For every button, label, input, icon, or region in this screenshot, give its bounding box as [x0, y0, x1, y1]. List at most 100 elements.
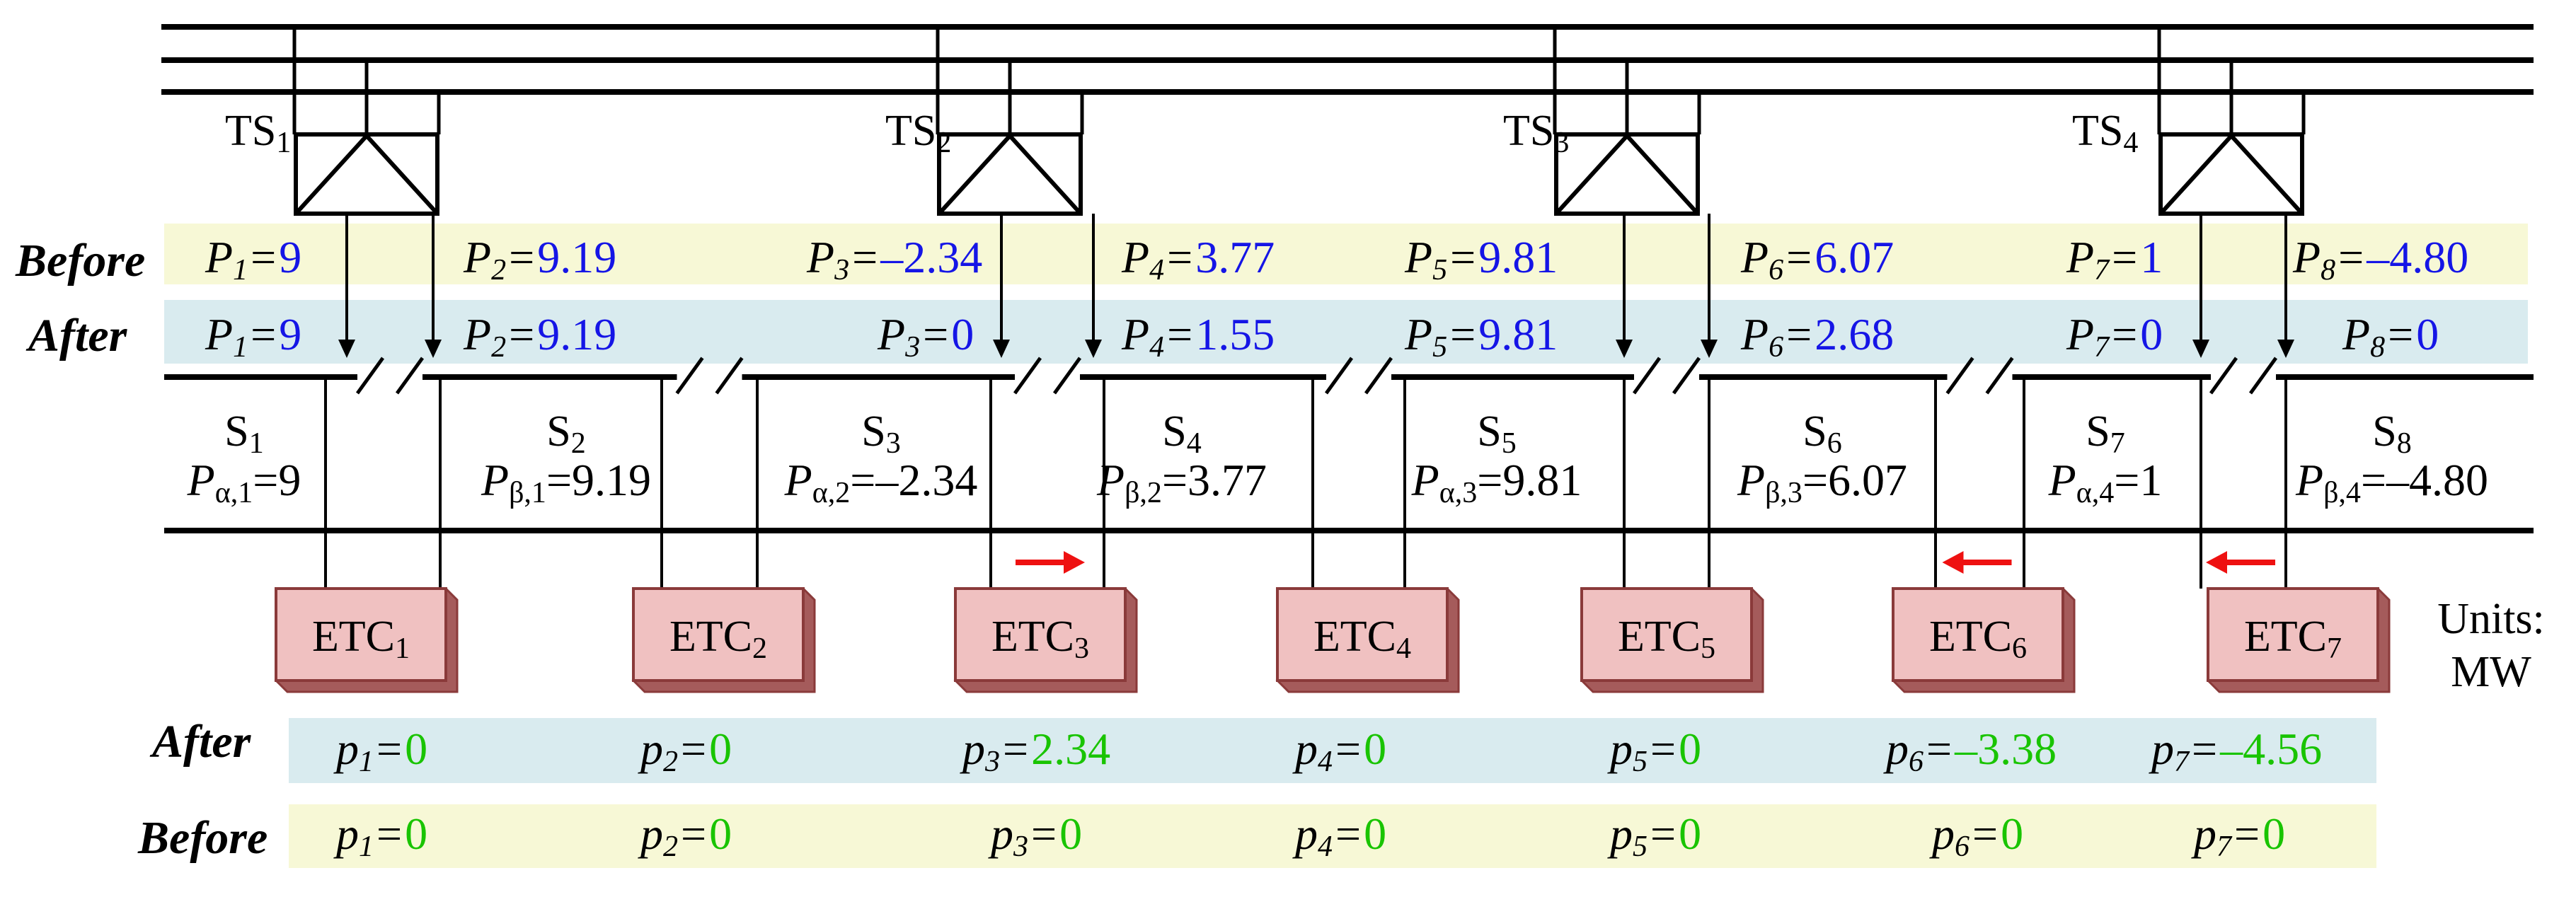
- etc-power-before-p1: p1=0: [333, 809, 427, 863]
- feeder-after-p7: P7=0: [2066, 309, 2163, 364]
- transformer-ts3: [1553, 27, 1701, 216]
- after-band-bottom: [289, 718, 2376, 783]
- break-slash: [1013, 357, 1042, 395]
- row-label-before-bottom: Before: [137, 812, 268, 864]
- feeder-after-p6: P6=2.68: [1740, 309, 1894, 364]
- section-label-s7: S7: [2086, 407, 2124, 460]
- transformer-label-ts1: TS1: [225, 107, 291, 159]
- feeder-arrow-1: [338, 340, 355, 358]
- etc-label-3: ETC3: [991, 613, 1089, 665]
- transformer-label-ts2: TS2: [885, 107, 951, 159]
- feeder-after-p1: P1=9: [205, 309, 301, 364]
- feeder-before-p1: P1=9: [205, 232, 301, 287]
- transformer-ts1: [292, 27, 441, 216]
- etc-power-after-p3: p3=2.34: [960, 724, 1110, 778]
- etc-power-after-p1: p1=0: [333, 724, 427, 778]
- row-label-after-bottom: After: [149, 716, 252, 768]
- after-band-top: [164, 300, 2528, 364]
- etc-label-5: ETC5: [1618, 613, 1715, 665]
- etc-box-3: ETC3: [953, 587, 1138, 693]
- flow-arrow-etc6: [1942, 551, 2012, 574]
- section-label-s4: S4: [1162, 407, 1201, 460]
- etc-power-after-p4: p4=0: [1292, 724, 1386, 778]
- break-slash: [715, 357, 744, 395]
- feeder-arrow-5: [1616, 340, 1633, 358]
- etc-power-after-p7: p7=–4.56: [2149, 724, 2322, 778]
- break-slash: [1632, 357, 1662, 395]
- units-value: MW: [2451, 648, 2531, 696]
- section-power-s2: Pβ,1=9.19: [481, 455, 651, 509]
- section-label-s8: S8: [2372, 407, 2411, 460]
- break-slash: [1672, 357, 1701, 395]
- section-label-s2: S2: [546, 407, 585, 460]
- transformer-ts2: [936, 27, 1084, 216]
- feeder-arrow-3: [993, 340, 1010, 358]
- etc-label-6: ETC6: [1929, 613, 2027, 665]
- feeder-before-p5: P5=9.81: [1404, 232, 1558, 287]
- feeder-before-p4: P4=3.77: [1121, 232, 1275, 287]
- section-label-s1: S1: [224, 407, 263, 460]
- units-label: Units:: [2437, 595, 2545, 643]
- feeder-after-p5: P5=9.81: [1404, 309, 1558, 364]
- section-power-s7: Pα,4=1: [2048, 455, 2163, 509]
- feeder-arrow-4: [1085, 340, 1102, 358]
- section-power-s8: Pβ,4=–4.80: [2295, 455, 2488, 509]
- break-slash: [675, 357, 704, 395]
- etc-power-before-p3: p3=0: [988, 809, 1082, 863]
- before-band-top: [164, 224, 2528, 284]
- etc-power-before-p7: p7=0: [2191, 809, 2285, 863]
- row-label-before-top: Before: [15, 235, 145, 287]
- section-power-s5: Pα,3=9.81: [1411, 455, 1582, 509]
- etc-power-after-p6: p6=–3.38: [1883, 724, 2057, 778]
- break-slash: [2209, 357, 2238, 395]
- section-label-s6: S6: [1802, 407, 1841, 460]
- break-slash: [2248, 357, 2278, 395]
- feeder-after-p4: P4=1.55: [1121, 309, 1275, 364]
- etc-label-7: ETC7: [2244, 613, 2342, 665]
- section-power-s1: Pα,1=9: [187, 455, 301, 509]
- break-slash: [1985, 357, 2014, 395]
- etc-power-before-p4: p4=0: [1292, 809, 1386, 863]
- feeder-before-p7: P7=1: [2066, 232, 2163, 287]
- break-slash: [355, 357, 385, 395]
- etc-power-after-p2: p2=0: [638, 724, 732, 778]
- transformer-label-ts3: TS3: [1503, 107, 1569, 159]
- break-slash: [1324, 357, 1354, 395]
- etc-power-before-p2: p2=0: [638, 809, 732, 863]
- break-slash: [1364, 357, 1393, 395]
- feeder-after-p3: P3=0: [877, 309, 974, 364]
- flow-arrow-etc3: [1016, 551, 1085, 574]
- transformer-box: [294, 132, 439, 216]
- before-band-bottom: [289, 804, 2376, 868]
- transformer-box: [1554, 132, 1700, 216]
- transformer-ts4: [2157, 27, 2306, 216]
- section-power-s4: Pβ,2=3.77: [1096, 455, 1267, 509]
- feeder-before-p2: P2=9.19: [463, 232, 616, 287]
- feeder-arrow-7: [2192, 340, 2209, 358]
- transformer-box: [2158, 132, 2304, 216]
- flow-arrow-etc7: [2206, 551, 2275, 574]
- section-power-s6: Pβ,3=6.07: [1737, 455, 1907, 509]
- section-label-s5: S5: [1477, 407, 1516, 460]
- break-slash: [1945, 357, 1974, 395]
- feeder-arrow-2: [425, 340, 442, 358]
- feeder-arrow-6: [1701, 340, 1718, 358]
- section-label-s3: S3: [861, 407, 900, 460]
- feeder-after-p8: P8=0: [2342, 309, 2439, 364]
- etc-box-2: ETC2: [631, 587, 816, 693]
- etc-label-1: ETC1: [312, 613, 410, 665]
- etc-box-6: ETC6: [1891, 587, 2076, 693]
- break-slash: [395, 357, 425, 395]
- transformer-box: [937, 132, 1083, 216]
- etc-power-before-p6: p6=0: [1929, 809, 2023, 863]
- feeder-arrow-8: [2277, 340, 2294, 358]
- etc-label-2: ETC2: [669, 613, 767, 665]
- etc-power-before-p5: p5=0: [1607, 809, 1701, 863]
- transformer-label-ts4: TS4: [2072, 107, 2138, 159]
- feeder-after-p2: P2=9.19: [463, 309, 616, 364]
- row-label-after-top: After: [25, 310, 128, 361]
- section-power-s3: Pα,2=–2.34: [784, 455, 978, 509]
- feeder-before-p3: P3=–2.34: [806, 232, 982, 287]
- feeder-before-p8: P8=–4.80: [2292, 232, 2468, 287]
